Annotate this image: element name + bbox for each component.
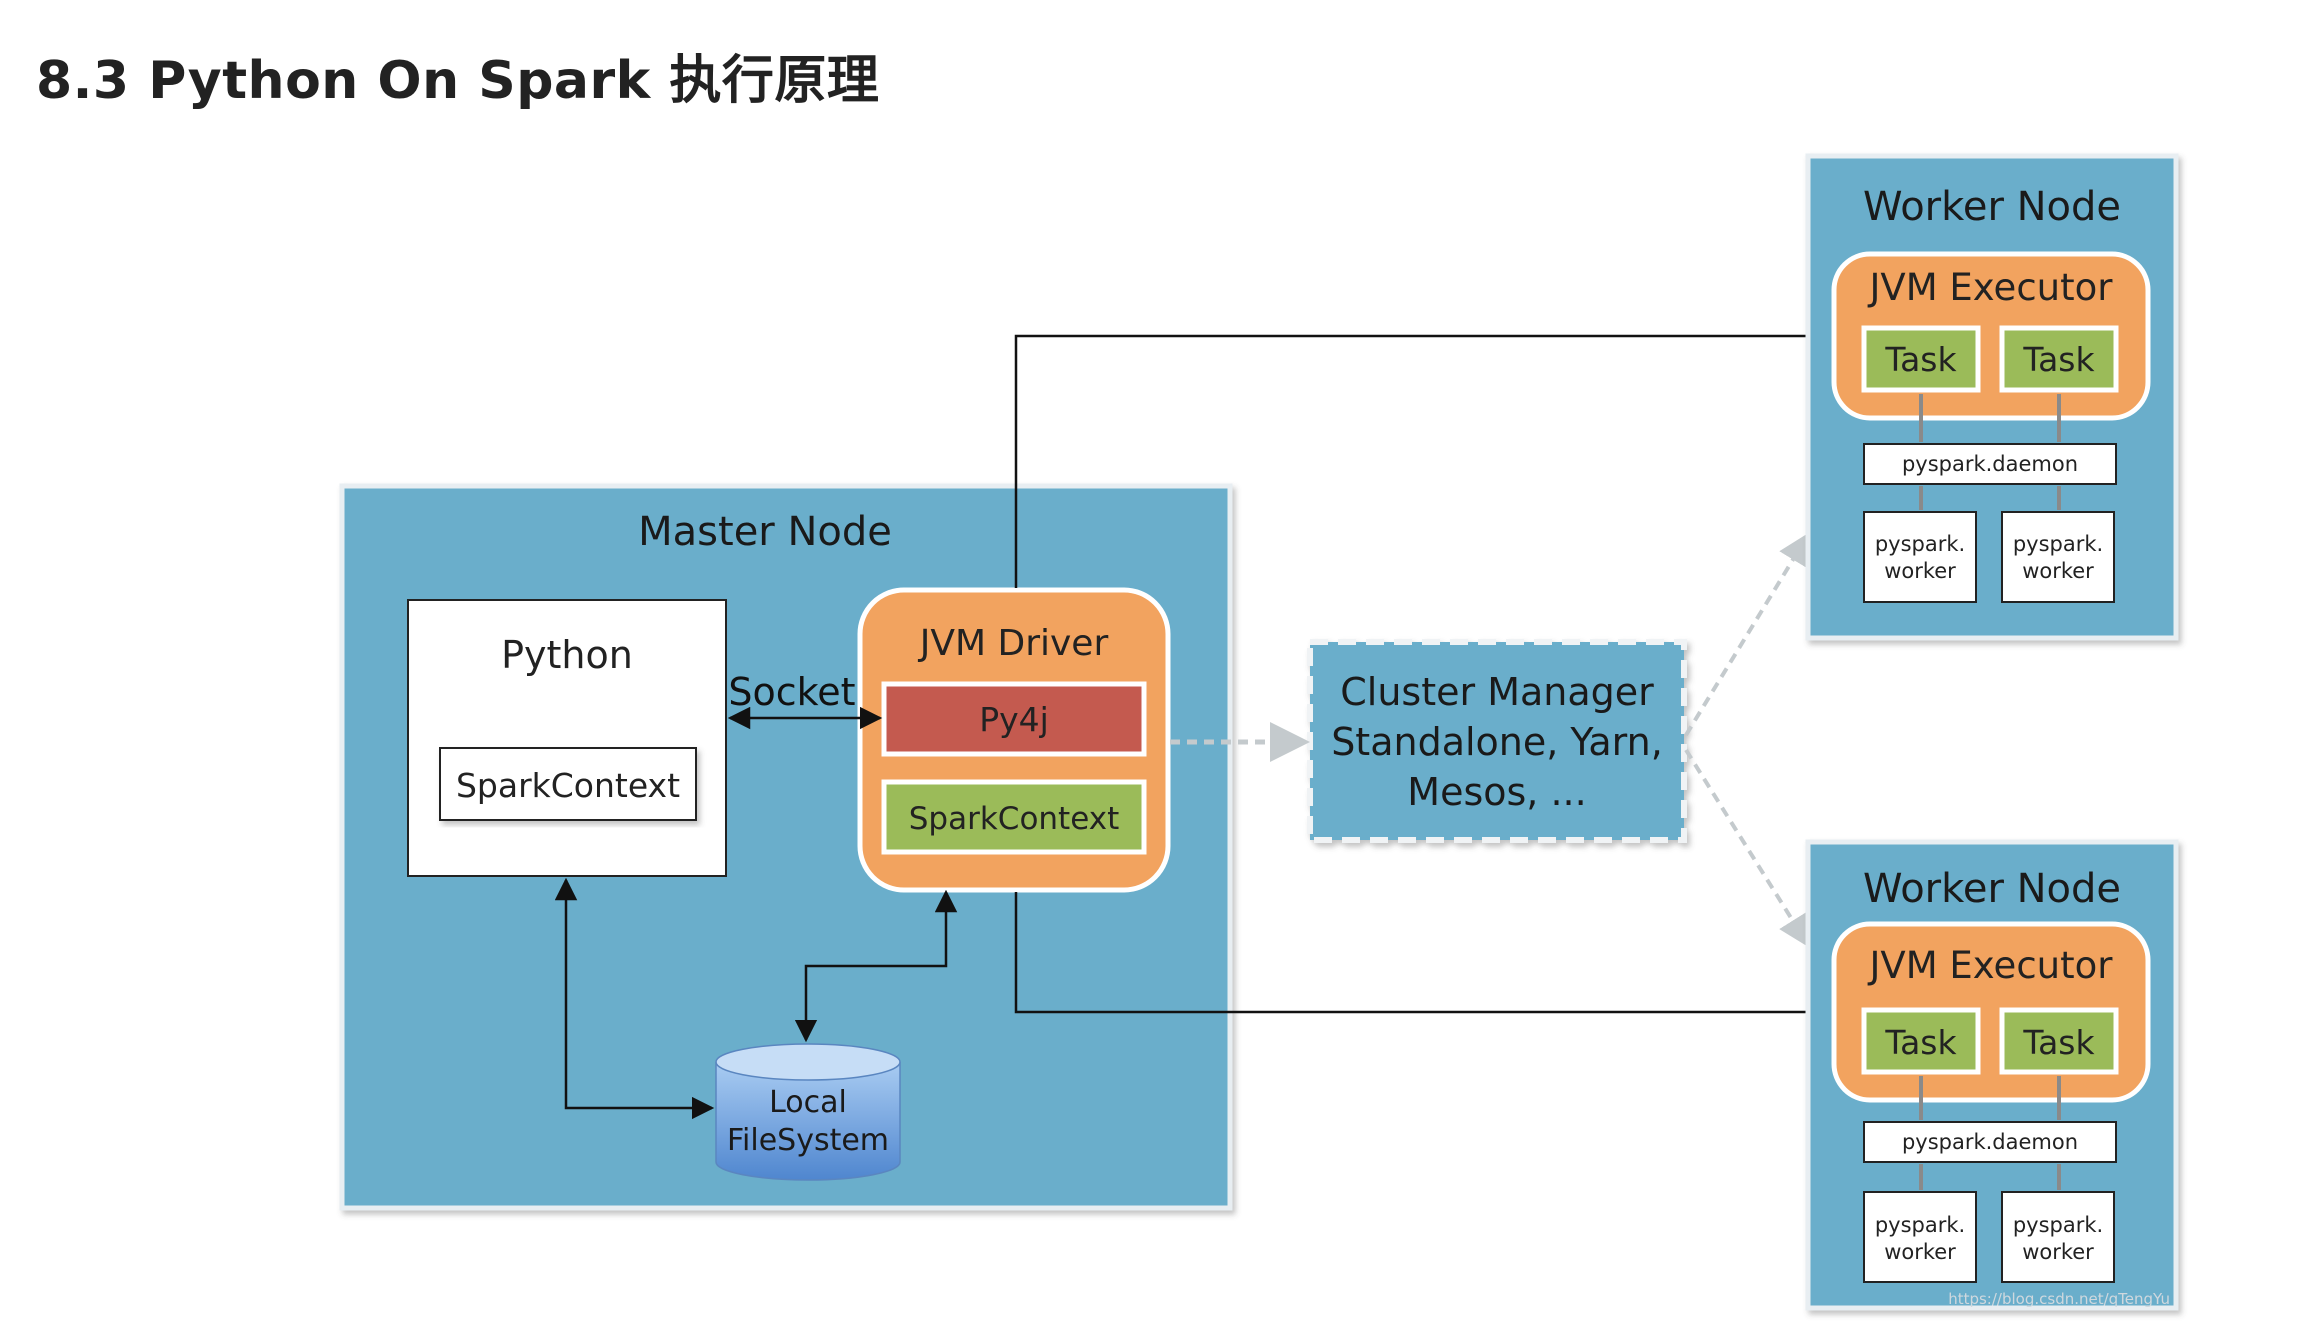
socket-label: Socket <box>728 670 855 714</box>
python-sparkcontext-box <box>439 747 697 821</box>
driver-sparkcontext-label: SparkContext <box>909 801 1120 837</box>
task-label: Task <box>1884 1023 1957 1062</box>
page-title: 8.3 Python On Spark 执行原理 <box>36 51 880 111</box>
watermark: https://blog.csdn.net/qTengYu <box>1948 1290 2170 1308</box>
executor-label: JVM Executor <box>1868 266 2114 309</box>
daemon-box <box>1863 443 2117 485</box>
filesystem-label-line1: Local <box>769 1085 847 1120</box>
task-box <box>1999 325 2119 393</box>
jvm-driver-label: JVM Driver <box>918 623 1109 664</box>
local-filesystem: Local FileSystem <box>715 1043 901 1181</box>
task-label: Task <box>2022 1023 2095 1062</box>
worker-node-2: Worker Node JVM Executor Task Task pyspa… <box>1805 839 2179 1311</box>
cluster-manager-line1: Cluster Manager <box>1340 670 1654 714</box>
cluster-manager-line2: Standalone, Yarn, <box>1331 720 1663 764</box>
pyspark-worker-box <box>2001 1191 2115 1283</box>
pyspark-worker-label: worker <box>2022 1240 2094 1264</box>
worker-node-1: Worker Node JVM Executor Task Task pyspa… <box>1805 153 2179 641</box>
worker-node-label: Worker Node <box>1863 184 2121 230</box>
pyspark-worker-box <box>1863 1191 1977 1283</box>
task-box <box>1861 1007 1981 1075</box>
cluster-manager-line3: Mesos, ... <box>1407 770 1586 814</box>
daemon-label: pyspark.daemon <box>1902 1130 2078 1154</box>
pyspark-worker-label: pyspark. <box>2013 1213 2103 1237</box>
pyspark-worker-label: worker <box>2022 559 2094 583</box>
pyspark-worker-label: pyspark. <box>1875 532 1965 556</box>
py4j-label: Py4j <box>979 700 1049 739</box>
cluster-manager: Cluster Manager Standalone, Yarn, Mesos,… <box>1307 639 1687 843</box>
master-node: Master Node Python SparkContext JVM Driv… <box>339 483 1233 1211</box>
python-sparkcontext-label: SparkContext <box>456 766 680 805</box>
driver-executor2-arrow <box>1014 892 1837 1024</box>
driver-executor1-arrow <box>1014 324 1837 588</box>
pyspark-worker-label: worker <box>1884 1240 1956 1264</box>
task-box <box>1999 1007 2119 1075</box>
driver-filesystem-arrow <box>794 889 958 1043</box>
worker-node-label: Worker Node <box>1863 866 2121 912</box>
py4j-box <box>881 681 1147 757</box>
task-box <box>1861 325 1981 393</box>
python-filesystem-arrow <box>554 877 715 1120</box>
pyspark-worker-box <box>2001 511 2115 603</box>
pyspark-worker-label: pyspark. <box>1875 1213 1965 1237</box>
filesystem-label-line2: FileSystem <box>727 1123 889 1158</box>
driver-sparkcontext-box <box>881 779 1147 855</box>
task-label: Task <box>2022 340 2095 379</box>
cluster-worker1-link <box>1684 532 1810 737</box>
pyspark-worker-box <box>1863 511 1977 603</box>
task-label: Task <box>1884 340 1957 379</box>
pyspark-worker-label: worker <box>1884 559 1956 583</box>
python-process: Python SparkContext <box>407 599 727 877</box>
jvm-driver: JVM Driver Py4j SparkContext <box>857 587 1171 893</box>
daemon-label: pyspark.daemon <box>1902 452 2078 476</box>
pyspark-worker-label: pyspark. <box>2013 532 2103 556</box>
cluster-worker2-link <box>1684 748 1810 948</box>
executor-label: JVM Executor <box>1868 944 2114 987</box>
master-node-label: Master Node <box>638 509 892 555</box>
python-label: Python <box>501 633 633 677</box>
daemon-box <box>1863 1121 2117 1163</box>
